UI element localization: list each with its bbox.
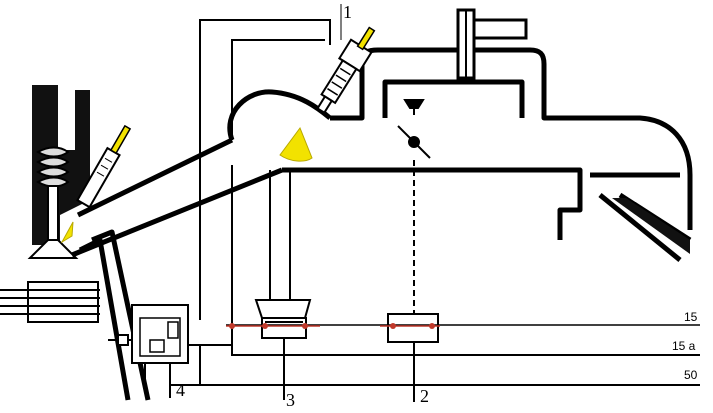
- callout-leaders: [169, 4, 415, 402]
- throttle-flange: [612, 198, 690, 254]
- callout-4: 4: [176, 380, 185, 400]
- terminal-label-50: 50: [684, 368, 698, 382]
- cylinder-liner: [0, 281, 100, 323]
- callout-1: 1: [343, 2, 352, 22]
- terminal-label-15a: 15 a: [672, 339, 696, 353]
- throttle-actuator: [456, 8, 528, 80]
- wiring-harness: [170, 323, 700, 386]
- terminal-label-15: 15: [684, 310, 698, 324]
- callout-2: 2: [420, 386, 429, 406]
- intake-valve: [27, 146, 79, 259]
- control-relay: [108, 304, 189, 398]
- start-relay: [387, 160, 439, 402]
- intake-plenum: [227, 89, 332, 141]
- auxiliary-air-valve: [397, 99, 431, 159]
- fuel-spray-cone: [279, 126, 313, 162]
- air-lines: [199, 19, 700, 356]
- injector-spray: [60, 221, 74, 244]
- callout-3: 3: [286, 390, 295, 410]
- cold-start-valve: [279, 26, 376, 162]
- fuel-injector: [60, 124, 132, 244]
